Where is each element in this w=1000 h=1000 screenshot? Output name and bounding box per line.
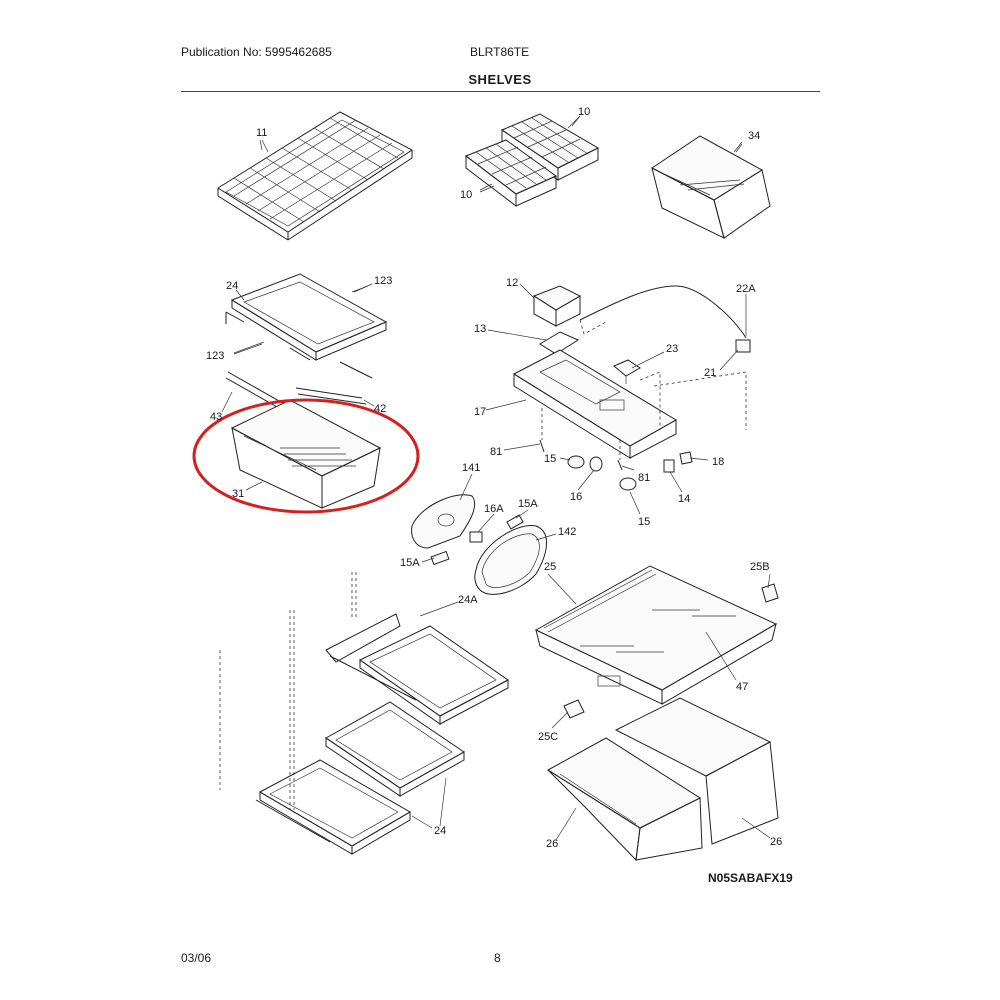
crisper-pans-drawing	[547, 697, 779, 862]
label-14: 14	[678, 493, 690, 505]
label-34: 34	[748, 130, 760, 142]
label-17: 17	[474, 406, 486, 418]
diagram-code: N05SABAFX19	[708, 871, 793, 885]
label-10-top: 10	[578, 106, 590, 118]
label-18: 18	[712, 456, 724, 468]
label-22a: 22A	[736, 283, 756, 295]
door-bin-drawing	[651, 135, 771, 239]
label-23: 23	[666, 343, 678, 355]
label-13: 13	[474, 323, 486, 335]
label-10-bottom: 10	[460, 189, 472, 201]
label-24: 24	[226, 280, 238, 292]
label-24a: 24A	[458, 594, 478, 606]
label-141: 141	[462, 462, 480, 474]
label-15a-top: 15A	[518, 498, 538, 510]
footer-date: 03/06	[181, 951, 212, 965]
model-number: BLRT86TE	[470, 45, 530, 59]
section-title: SHELVES	[468, 72, 532, 87]
header-rule	[181, 91, 820, 92]
label-11: 11	[256, 127, 267, 139]
label-142: 142	[558, 526, 576, 538]
label-26-right: 26	[770, 836, 782, 848]
wire-shelf-drawing	[217, 111, 413, 241]
highlight-circle	[192, 398, 420, 514]
label-21: 21	[704, 367, 716, 379]
part-labels: 11 10 10 34 24 123 123 43 42 31 12 13 22…	[206, 106, 782, 850]
glass-shelf-drawing	[225, 273, 388, 379]
label-43: 43	[210, 411, 222, 423]
label-42: 42	[374, 403, 386, 415]
label-26-left: 26	[546, 838, 558, 850]
label-123-left: 123	[206, 350, 224, 362]
label-12: 12	[506, 277, 518, 289]
door-shelves-drawing	[219, 572, 509, 855]
label-31: 31	[232, 488, 244, 500]
label-15-bottom: 15	[638, 516, 650, 528]
control-housing-drawing	[411, 285, 751, 595]
crisper-cover-drawing	[534, 565, 779, 719]
label-123-top: 123	[374, 275, 392, 287]
crisper-drawer-drawing	[230, 399, 382, 509]
label-16a: 16A	[484, 503, 504, 515]
label-81-left: 81	[490, 446, 502, 458]
leader-lines	[221, 115, 771, 841]
page-number: 8	[494, 951, 501, 965]
ice-trays-drawing	[464, 113, 600, 208]
label-16: 16	[570, 491, 582, 503]
publication-number: Publication No: 5995462685	[181, 45, 332, 59]
label-81-right: 81	[638, 472, 650, 484]
label-24-bottom: 24	[434, 825, 446, 837]
label-15a-left: 15A	[400, 557, 420, 569]
label-47: 47	[736, 681, 748, 693]
label-25c: 25C	[538, 731, 558, 743]
label-15-top: 15	[544, 453, 556, 465]
label-25: 25	[544, 561, 556, 573]
label-25b: 25B	[750, 561, 770, 573]
